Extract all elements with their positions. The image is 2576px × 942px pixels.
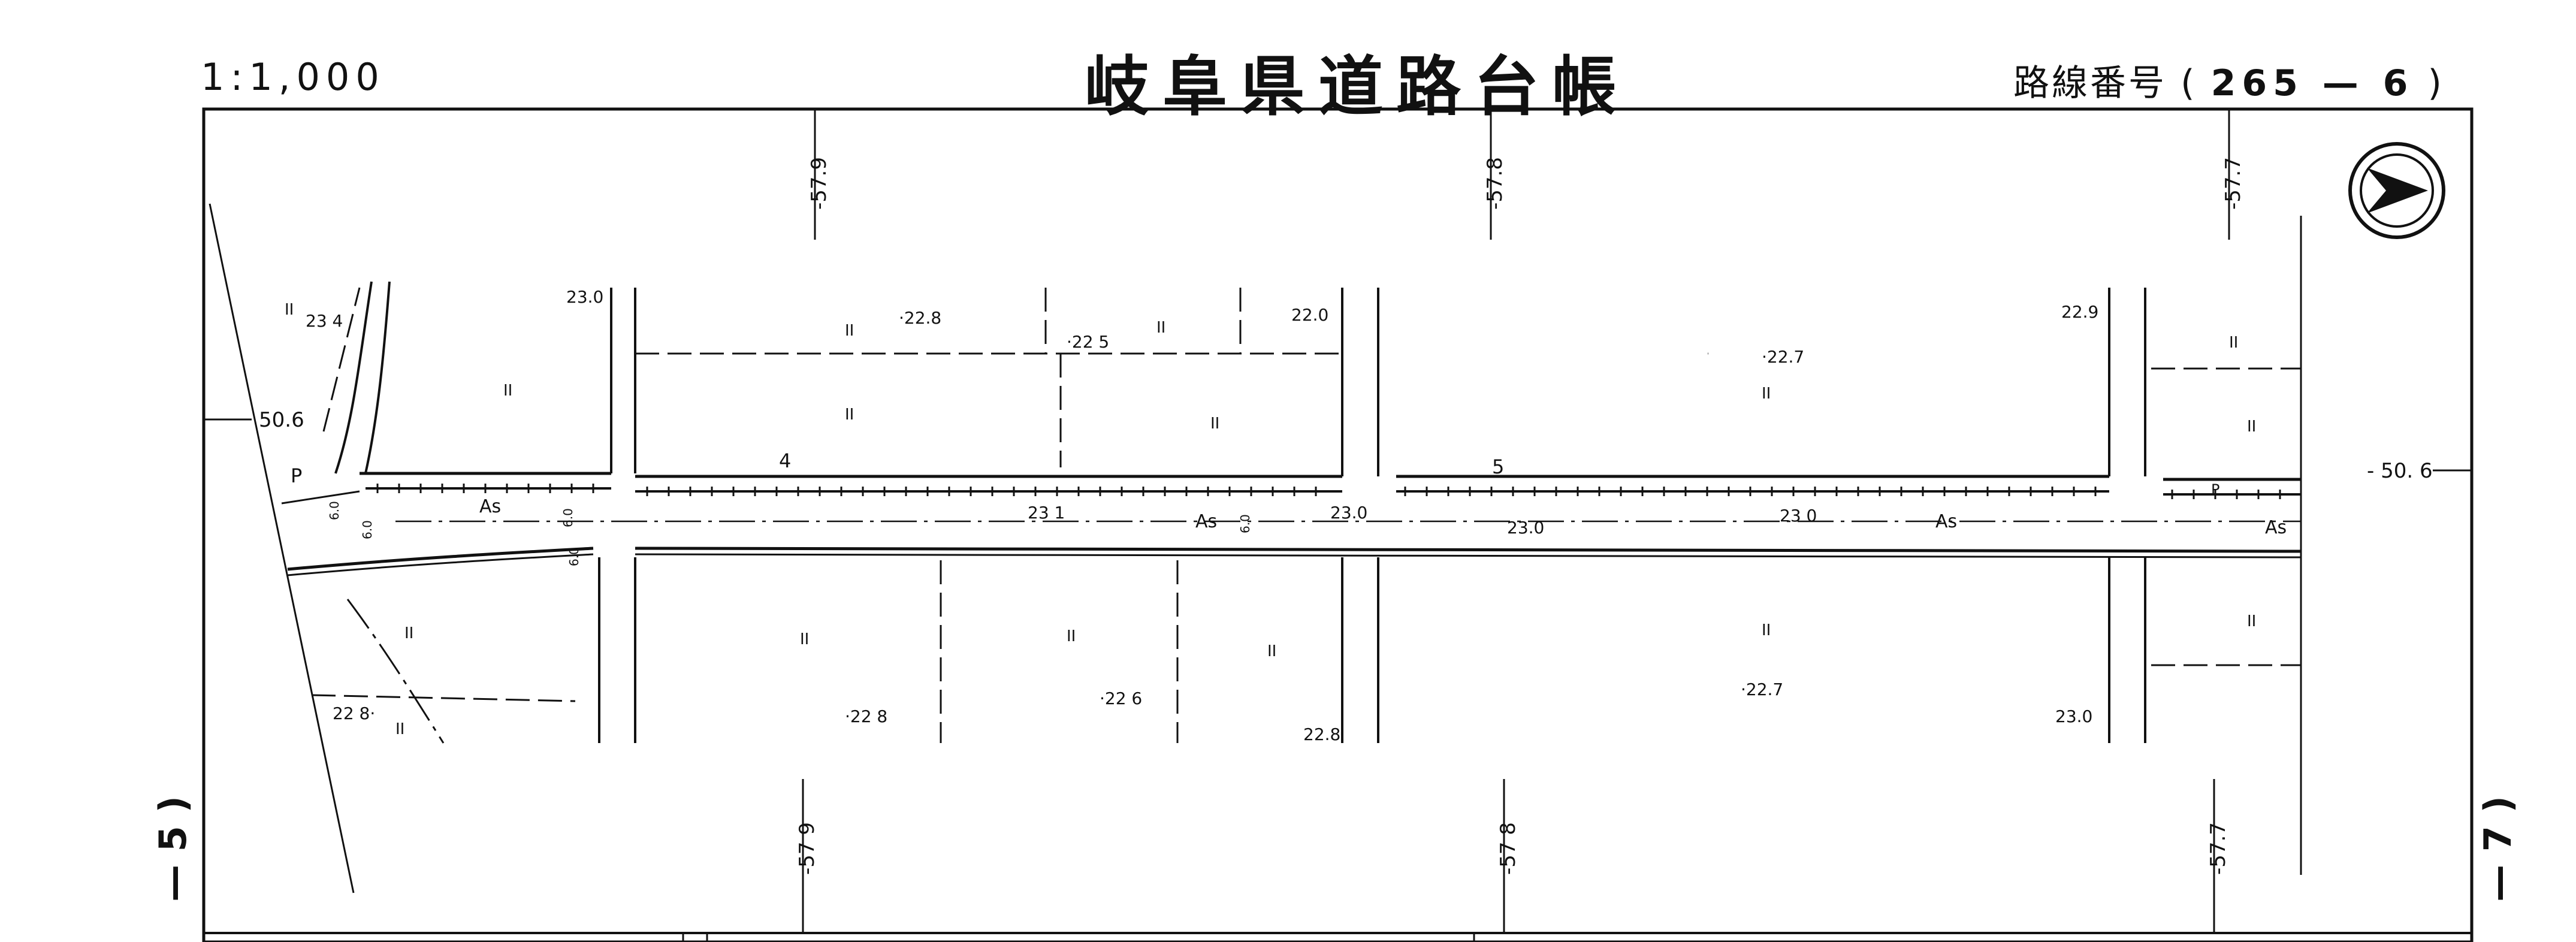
parcel-mark: II: [503, 382, 512, 400]
grid-label-top-2: -57.8: [1483, 157, 1507, 210]
route-label: 路線番号: [2013, 62, 2167, 104]
dimension-label: 6.0: [1238, 514, 1252, 533]
parking-label: P: [291, 464, 302, 487]
map-frame: [202, 107, 2474, 942]
width-label: 23.0: [1507, 518, 1544, 538]
elevation-label: ·22 5: [1067, 332, 1109, 352]
grid-label-bottom-3: -57.7: [2206, 822, 2230, 875]
parcel-mark: II: [845, 322, 854, 340]
parcel-mark: II: [395, 720, 404, 738]
parcel-mark: II: [1762, 385, 1771, 403]
surface-label: As: [2265, 517, 2287, 538]
width-label: 23 0: [1780, 506, 1817, 526]
sheet-boundary-lines: [209, 203, 2302, 893]
grid-label-left: 50.6: [259, 408, 304, 432]
elevation-label: 23.0: [2055, 707, 2092, 726]
surface-label: As: [479, 496, 501, 517]
elevation-label: ·22.7: [1741, 680, 1783, 699]
dimension-label: 6.0: [561, 508, 575, 527]
elevation-label: ·22.8: [899, 308, 941, 328]
width-label: 23.0: [1330, 503, 1367, 523]
north-arrow-icon: [2348, 142, 2445, 239]
parcel-mark: II: [1762, 621, 1771, 639]
parcel-mark: II: [1210, 415, 1219, 433]
parcel-mark: II: [2247, 418, 2256, 436]
dimension-label: 6.0: [327, 501, 342, 520]
route-paren-close: ): [2427, 62, 2444, 104]
map-scale: 1:1,000: [201, 55, 385, 99]
elevation-label: ·22.7: [1762, 347, 1804, 367]
parcel-mark: II: [285, 301, 294, 319]
grid-label-top-3: -57.7: [2221, 157, 2245, 210]
route-number-value: 265 — 6: [2210, 62, 2414, 104]
dimension-label: 6.0: [360, 520, 375, 539]
parcel-mark: II: [2229, 334, 2238, 352]
surface-label: As: [1935, 511, 1957, 532]
elevation-label: ·22 8: [845, 707, 887, 726]
elevation-label: 22.0: [1291, 305, 1328, 325]
section-number: 5: [1492, 455, 1504, 478]
section-number: 4: [779, 449, 791, 472]
parcel-boundaries: [311, 287, 2301, 744]
parcel-mark: II: [2247, 612, 2256, 630]
parking-label: P: [2211, 481, 2219, 498]
dimension-label: 6.0: [567, 547, 581, 566]
route-number: 路線番号 ( 265 — 6 ): [2013, 54, 2444, 106]
road-edges: [281, 281, 2302, 743]
grid-ticks: [204, 109, 2472, 933]
parcel-mark: II: [800, 630, 809, 648]
grid-label-right: - 50. 6: [2367, 459, 2433, 483]
parcel-mark: II: [1267, 642, 1276, 660]
parcel-mark: II: [1067, 627, 1076, 645]
grid-label-bottom-2: -57 8: [1496, 822, 1520, 875]
elevation-label: 22 8·: [333, 704, 375, 723]
sidewalk-ticks: [376, 484, 2281, 499]
road-labels: As As As As 23 1 23.0 23.0 23 0 4 5 P P …: [291, 449, 2287, 566]
surface-label: As: [1195, 511, 1217, 532]
grid-label-bottom-1: -57 9: [795, 822, 819, 875]
elevation-label: ·22 6: [1100, 689, 1142, 708]
parcel-mark: II: [404, 624, 413, 642]
parcel-mark: II: [845, 406, 854, 424]
grid-label-top-1: -57.9: [807, 157, 831, 210]
elevation-label: 23 4: [306, 311, 343, 331]
map-title: 岐阜県道路台帳: [1085, 49, 1630, 125]
elevation-labels: 23 4 23.0 ·22.8 ·22 5 22.0 ·22.7 22.9 22…: [306, 287, 2098, 744]
parcel-mark: II: [1156, 319, 1165, 337]
elevation-label: 22.8: [1303, 724, 1340, 744]
elevation-label: 22.9: [2061, 302, 2098, 322]
route-paren-open: (: [2181, 62, 2197, 104]
parcel-marks: II II II II II II II II II II II II II I…: [285, 301, 2256, 738]
elevation-label: 23.0: [566, 287, 603, 307]
width-label: 23 1: [1028, 503, 1065, 523]
